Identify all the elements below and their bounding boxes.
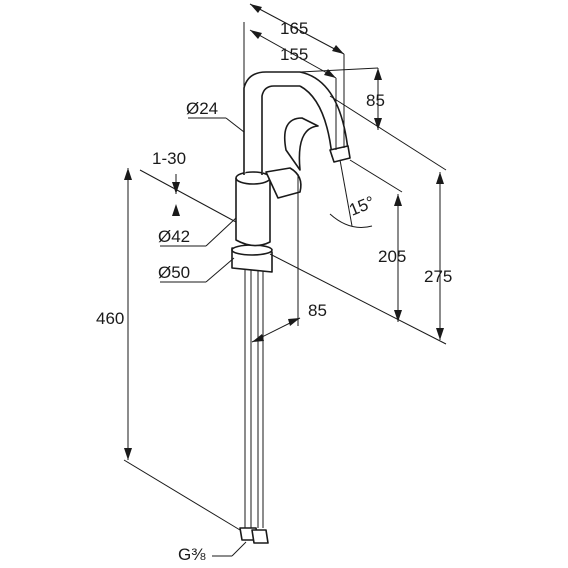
arrow <box>172 204 180 216</box>
label-d50: Ø50 <box>158 263 190 282</box>
lever-handle <box>283 117 319 171</box>
arrow <box>436 328 444 340</box>
label-d24: Ø24 <box>186 99 218 118</box>
leader-d42 <box>205 217 237 247</box>
label-1-30: 1-30 <box>152 149 186 168</box>
label-155: 155 <box>280 45 308 64</box>
lever-knob <box>265 167 302 199</box>
arrow <box>374 118 382 130</box>
label-15-deg: 15° <box>346 192 377 219</box>
label-g38: G⅜ <box>178 545 206 564</box>
arrow <box>332 45 344 54</box>
label-205: 205 <box>378 247 406 266</box>
leader-d24 <box>225 117 245 133</box>
arrow <box>250 30 262 39</box>
leader-d50 <box>205 257 235 283</box>
spout-tube-inner <box>261 85 300 175</box>
arrow <box>394 310 402 322</box>
arrow <box>288 318 300 326</box>
arrow <box>250 4 262 13</box>
dim-line-155 <box>249 29 337 79</box>
arrow <box>394 194 402 206</box>
ext-line <box>299 67 379 73</box>
ext-line <box>269 253 447 345</box>
angle-arc <box>329 213 373 228</box>
arrow <box>124 448 132 460</box>
hose-fitting-right <box>251 529 269 544</box>
angle-line <box>339 159 353 227</box>
faucet-body <box>231 71 351 544</box>
spout-outlet <box>329 145 351 163</box>
ext-line <box>349 159 403 193</box>
body-cylinder <box>235 178 271 247</box>
arrow <box>324 69 336 78</box>
arrow <box>252 334 264 342</box>
dimension-lines <box>123 3 447 557</box>
base-top <box>231 244 273 256</box>
spout-arc <box>299 71 349 157</box>
arrow <box>124 168 132 180</box>
leader-g38 <box>231 541 247 557</box>
ext-line <box>139 169 237 223</box>
label-d42: Ø42 <box>158 227 190 246</box>
body-top <box>235 171 271 185</box>
label-165: 165 <box>280 19 308 38</box>
arrow <box>436 172 444 184</box>
label-hose-85: 85 <box>308 301 327 320</box>
arrow <box>172 182 180 194</box>
label-275: 275 <box>424 267 452 286</box>
dim-line-165 <box>249 3 345 55</box>
dimension-labels: 165 155 85 Ø24 1-30 Ø42 Ø50 205 275 85 4… <box>96 19 452 564</box>
arrow <box>374 68 382 80</box>
ext-line <box>123 459 241 531</box>
ext-line <box>329 95 447 171</box>
label-spout-85: 85 <box>366 91 385 110</box>
label-460: 460 <box>96 309 124 328</box>
